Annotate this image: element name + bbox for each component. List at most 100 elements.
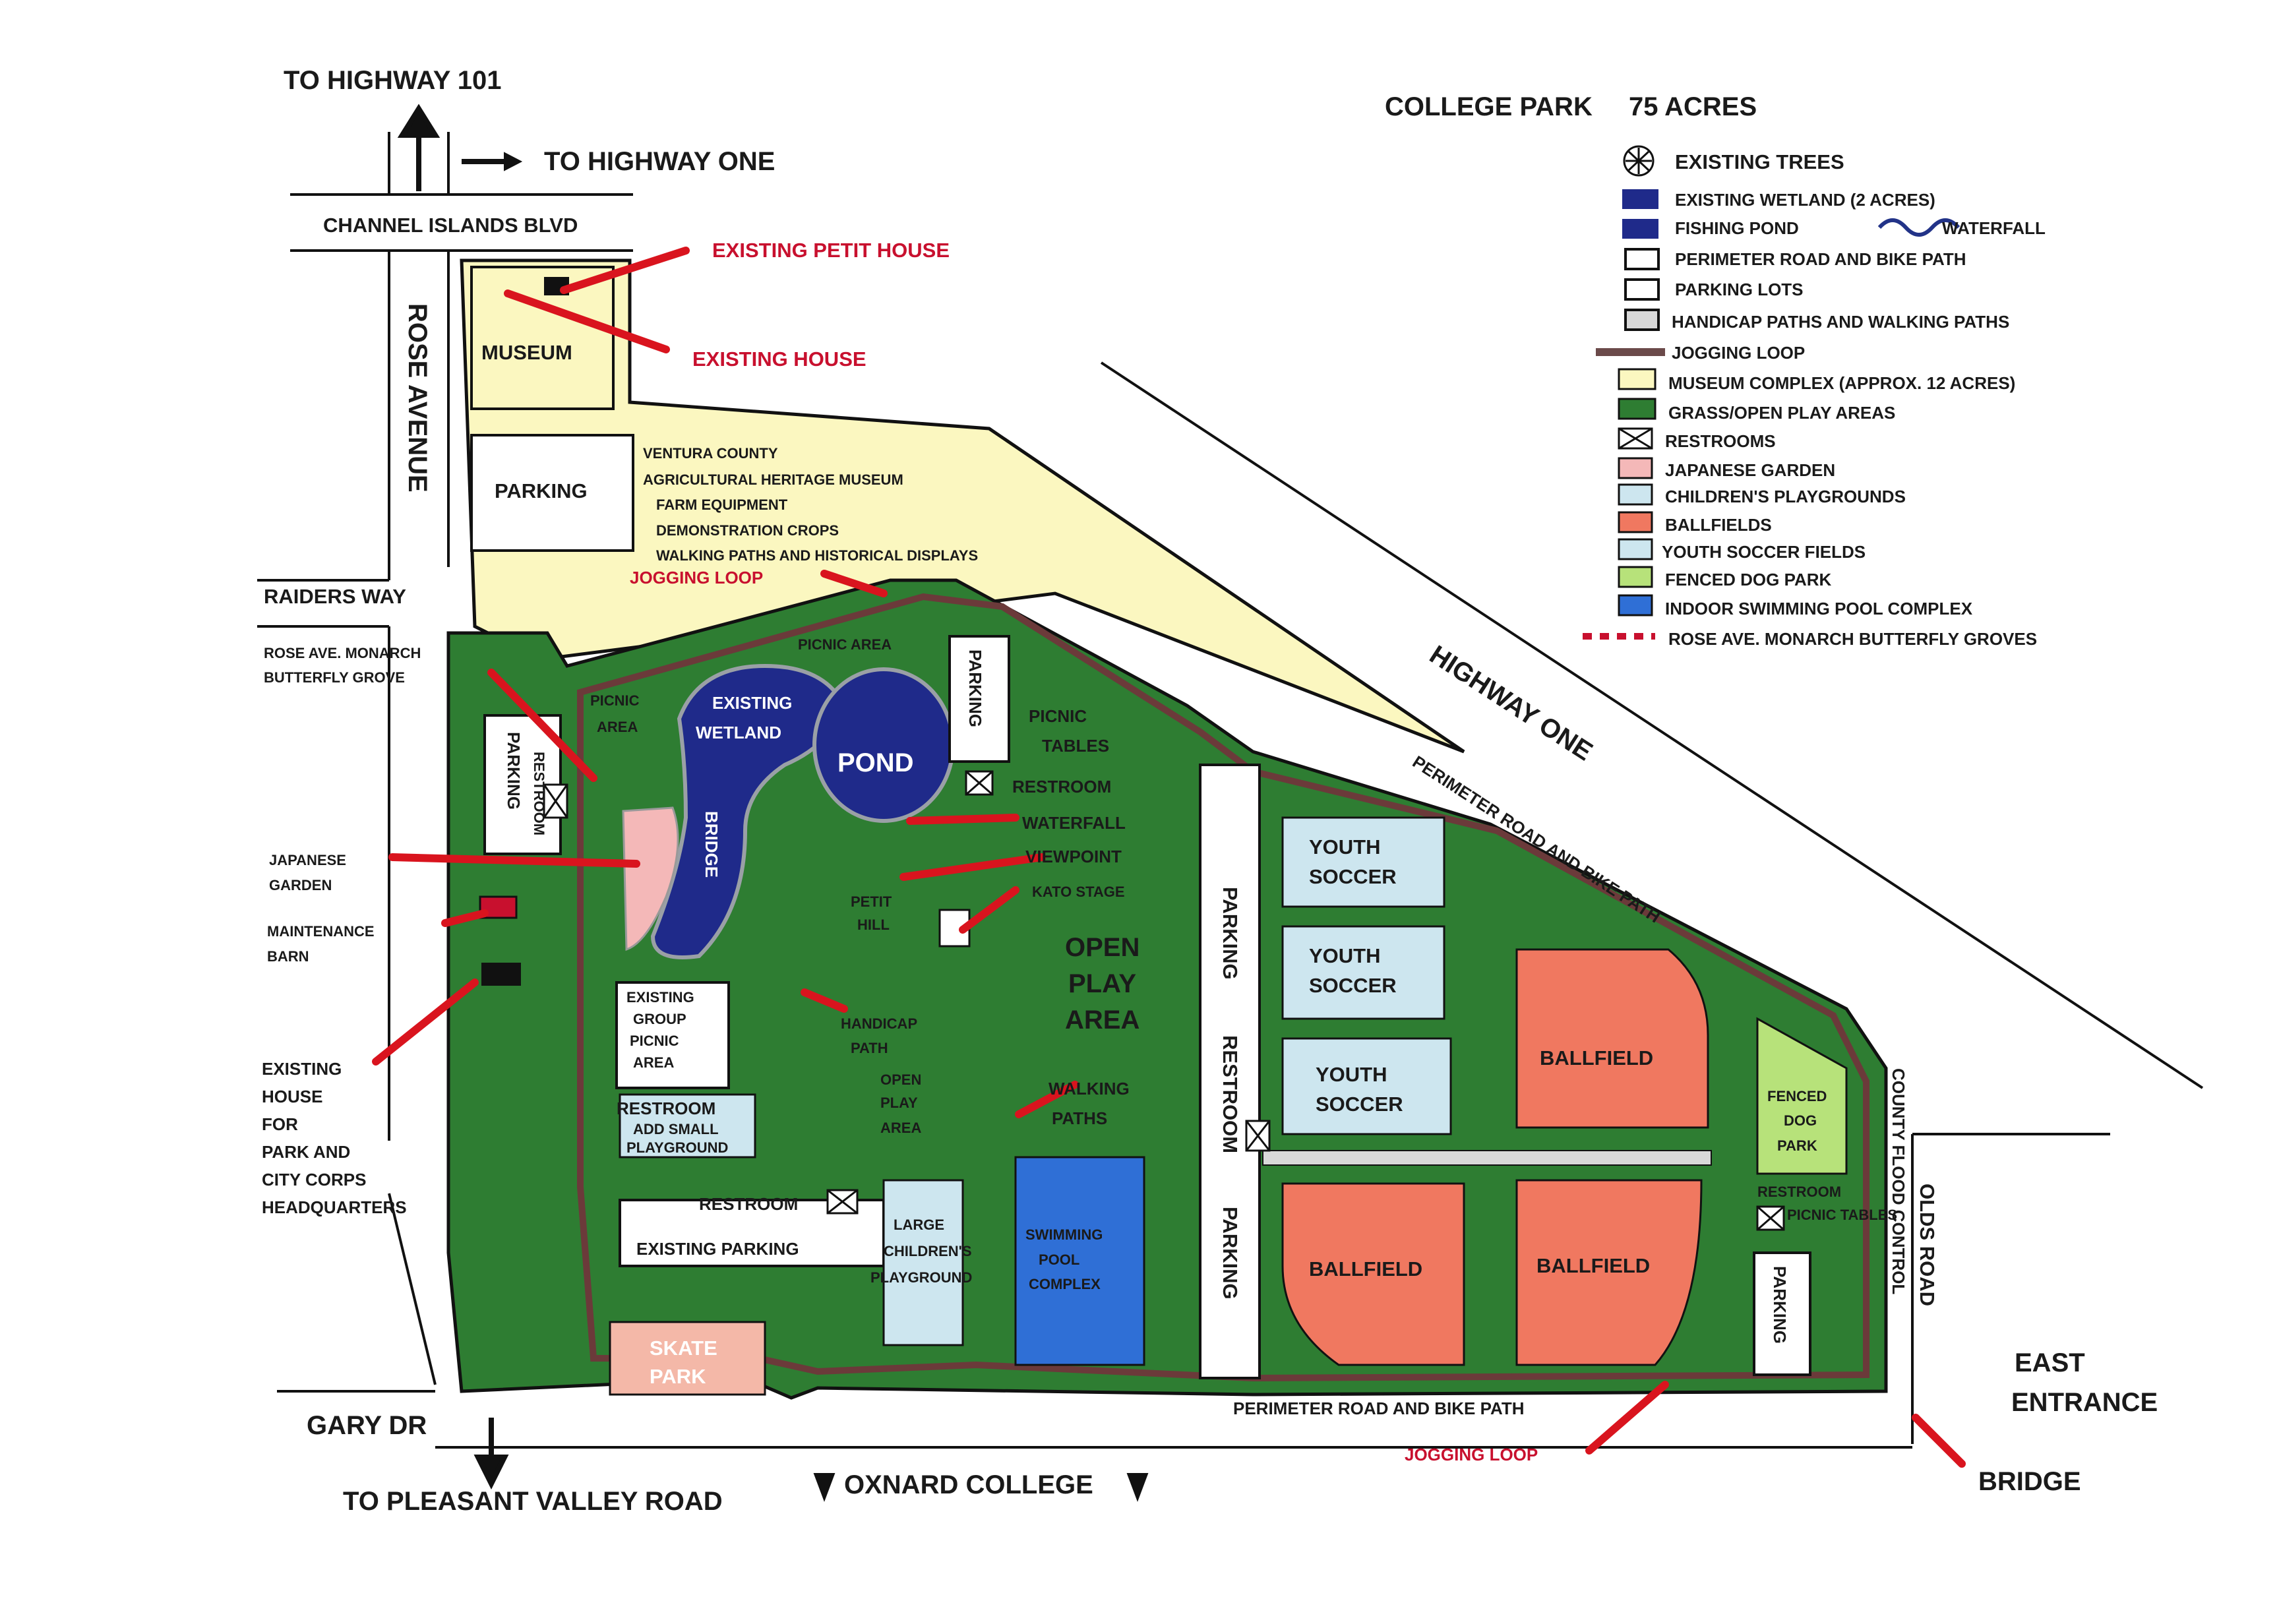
label-open-play-1: OPEN <box>1065 933 1140 962</box>
label-large-playground-2: CHILDREN'S <box>884 1243 972 1259</box>
label-large-playground-3: PLAYGROUND <box>870 1269 972 1286</box>
label-restroom-center: RESTROOM <box>1012 777 1111 797</box>
legend-pool-swatch <box>1618 594 1653 617</box>
pond-area <box>812 667 955 823</box>
label-house-1: EXISTING <box>262 1059 342 1079</box>
parking-east-lot <box>1753 1251 1811 1376</box>
label-parking-left: PARKING <box>504 732 524 810</box>
dog-park <box>1756 1017 1848 1175</box>
label-bridge-area: BRIDGE <box>702 811 721 878</box>
label-swimming-3: COMPLEX <box>1029 1276 1101 1292</box>
map-title: COLLEGE PARK <box>1385 92 1593 121</box>
label-parking-small: PARKING <box>965 649 985 727</box>
museum-desc-4: DEMONSTRATION CROPS <box>656 522 839 539</box>
label-picnic-area-left-1: PICNIC <box>590 692 640 709</box>
legend-label-ballfields: BALLFIELDS <box>1665 515 1772 535</box>
legend-label-wetland: EXISTING WETLAND (2 ACRES) <box>1675 190 1935 210</box>
legend-label-pond: FISHING POND <box>1675 218 1799 238</box>
parking-museum-lot <box>470 434 634 552</box>
map-acreage: 75 ACRES <box>1629 92 1757 121</box>
legend-label-grass: GRASS/OPEN PLAY AREAS <box>1668 403 1895 423</box>
label-walking-2: PATHS <box>1052 1108 1107 1128</box>
museum-desc-2: AGRICULTURAL HERITAGE MUSEUM <box>643 471 903 488</box>
label-bridge: BRIDGE <box>1978 1467 2081 1496</box>
label-kato-stage: KATO STAGE <box>1032 884 1125 900</box>
label-county-flood: COUNTY FLOOD CONTROL <box>1889 1068 1908 1294</box>
label-petit-hill-1: PETIT <box>851 893 892 910</box>
label-youth-soccer-1a: YOUTH <box>1309 835 1381 858</box>
label-olds-road: OLDS ROAD <box>1916 1184 1939 1306</box>
legend-dog-park-swatch <box>1618 566 1653 588</box>
label-east: EAST <box>2015 1348 2085 1377</box>
swimming-pool-complex <box>1014 1156 1145 1366</box>
label-jogging-loop-bottom: JOGGING LOOP <box>1405 1445 1538 1464</box>
label-viewpoint: VIEWPOINT <box>1025 847 1122 866</box>
label-japanese-2: GARDEN <box>269 877 332 893</box>
label-ballfield-3: BALLFIELD <box>1536 1254 1650 1277</box>
label-group-picnic-2: GROUP <box>633 1011 686 1027</box>
label-monarch-2: BUTTERFLY GROVE <box>264 669 405 686</box>
label-youth-soccer-1b: SOCCER <box>1309 865 1397 888</box>
label-restroom-playground-3: PLAYGROUND <box>626 1139 728 1156</box>
label-house-2: HOUSE <box>262 1087 322 1106</box>
legend-label-jogging: JOGGING LOOP <box>1672 343 1805 363</box>
label-parking-museum: PARKING <box>495 479 588 502</box>
legend-label-waterfall: WATERFALL <box>1942 218 2046 238</box>
legend-label-soccer: YOUTH SOCCER FIELDS <box>1662 542 1866 562</box>
label-existing-house: EXISTING HOUSE <box>692 347 866 371</box>
youth-soccer-field-1 <box>1281 816 1445 908</box>
label-parking-east: PARKING <box>1770 1266 1790 1344</box>
label-ballfield-1: BALLFIELD <box>1540 1046 1653 1069</box>
skate-park <box>609 1321 766 1396</box>
ballfield-3 <box>1515 1179 1703 1366</box>
label-dog-park-1: FENCED <box>1767 1088 1827 1104</box>
label-restroom-east: RESTROOM <box>1757 1184 1841 1200</box>
legend-perimeter-swatch <box>1624 248 1660 270</box>
label-open-play-small-3: AREA <box>880 1120 921 1136</box>
label-parking-center-top: PARKING <box>1219 887 1242 980</box>
museum-desc-5: WALKING PATHS AND HISTORICAL DISPLAYS <box>656 547 978 564</box>
field-walkway <box>1262 1150 1712 1166</box>
road-lines <box>257 132 2204 1449</box>
label-to-highway-101: TO HIGHWAY 101 <box>284 66 502 95</box>
label-skate-2: PARK <box>650 1365 706 1388</box>
label-pond: POND <box>837 748 914 777</box>
label-youth-soccer-2a: YOUTH <box>1309 944 1381 967</box>
legend-label-butterfly: ROSE AVE. MONARCH BUTTERFLY GROVES <box>1668 629 2037 649</box>
legend-museum-swatch <box>1618 368 1656 390</box>
label-picnic-tables-east: PICNIC TABLES <box>1787 1207 1897 1223</box>
label-existing-wetland-1: EXISTING <box>712 693 792 713</box>
label-swimming-1: SWIMMING <box>1025 1226 1103 1243</box>
label-oxnard-college: OXNARD COLLEGE <box>844 1470 1093 1499</box>
museum-plot <box>470 266 615 410</box>
museum-desc-3: FARM EQUIPMENT <box>656 496 788 513</box>
restroom-playground-area <box>619 1093 756 1158</box>
museum-desc-1: VENTURA COUNTY <box>643 445 778 462</box>
label-open-play-3: AREA <box>1065 1006 1140 1035</box>
label-picnic-tables-2: TABLES <box>1042 736 1109 756</box>
legend-label-restrooms: RESTROOMS <box>1665 431 1776 451</box>
legend-soccer-swatch <box>1618 538 1653 560</box>
legend-pond-swatch <box>1622 219 1658 239</box>
label-open-play-small-1: OPEN <box>880 1071 921 1088</box>
label-group-picnic-4: AREA <box>633 1054 674 1071</box>
label-skate-1: SKATE <box>650 1337 717 1360</box>
label-entrance: ENTRANCE <box>2011 1388 2158 1417</box>
parking-small-lot <box>948 635 1010 763</box>
legend-restroom-icon <box>1618 427 1653 450</box>
label-petit-hill-2: HILL <box>857 917 890 933</box>
group-picnic-area <box>615 981 730 1089</box>
legend-handicap-swatch <box>1624 309 1660 331</box>
legend-label-japanese: JAPANESE GARDEN <box>1665 460 1835 480</box>
label-existing-wetland-2: WETLAND <box>696 723 781 742</box>
label-japanese-1: JAPANESE <box>269 852 346 868</box>
label-maintenance-1: MAINTENANCE <box>267 923 375 940</box>
legend: COLLEGE PARK 75 ACRES EXISTING TREES EXI… <box>1385 92 2046 649</box>
label-youth-soccer-3a: YOUTH <box>1316 1063 1387 1086</box>
label-ballfield-2: BALLFIELD <box>1309 1257 1422 1280</box>
label-handicap-2: PATH <box>851 1040 888 1056</box>
red-callouts: EXISTING PETIT HOUSE EXISTING HOUSE JOGG… <box>630 239 1538 1464</box>
youth-soccer-field-3 <box>1281 1037 1452 1135</box>
legend-label-handicap: HANDICAP PATHS AND WALKING PATHS <box>1672 312 2009 332</box>
legend-label-pool: INDOOR SWIMMING POOL COMPLEX <box>1665 599 1973 618</box>
